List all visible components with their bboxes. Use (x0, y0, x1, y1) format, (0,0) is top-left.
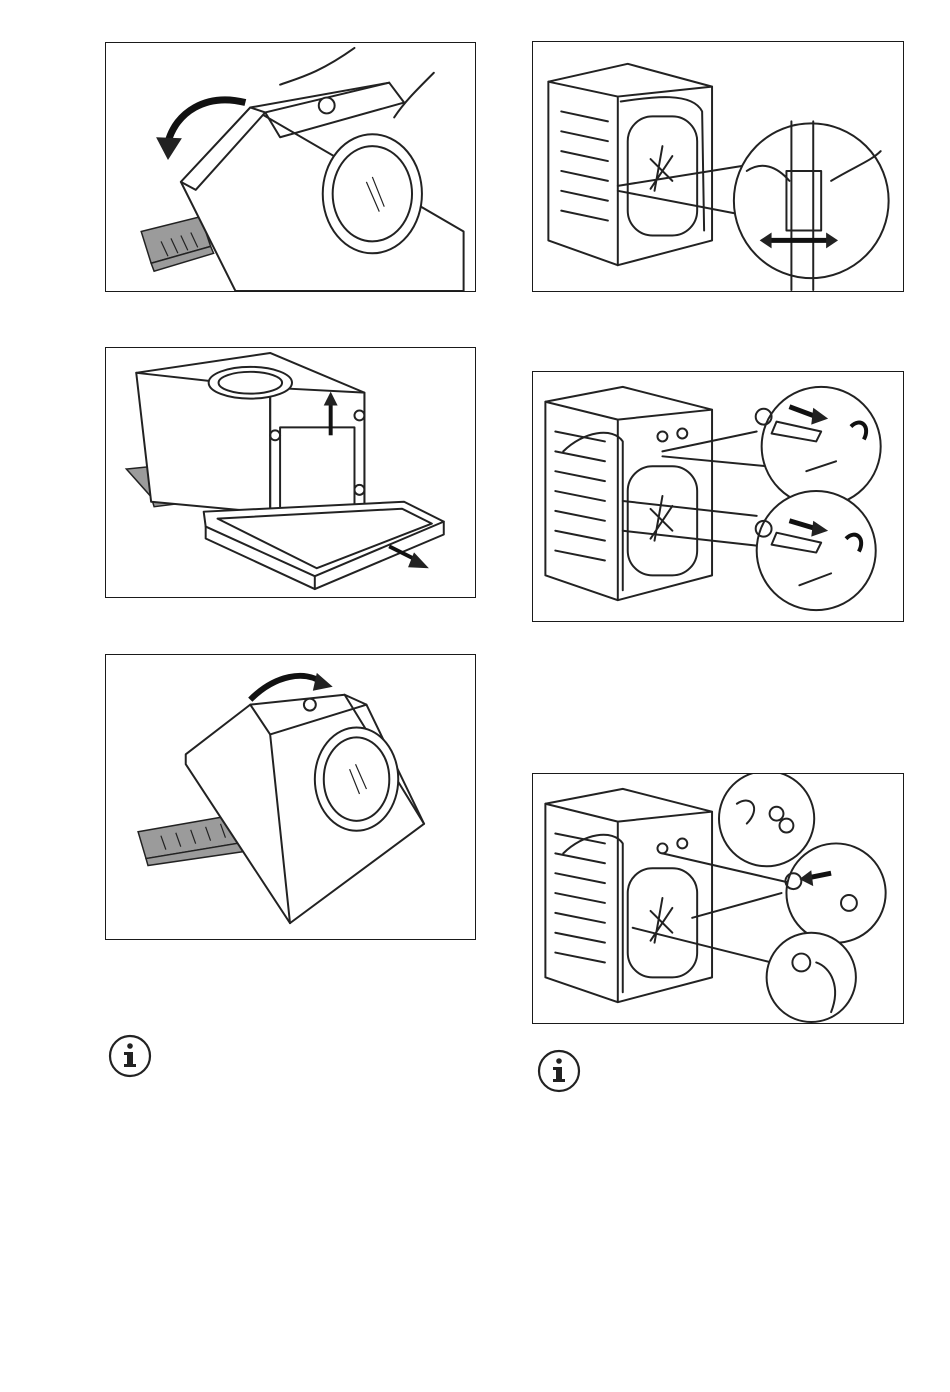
machine-rear-transit-bolts-illustration (533, 372, 903, 621)
washing-machine-on-back-remove-base-illustration (106, 348, 475, 597)
figure-remove-transit-bolts (532, 371, 904, 622)
washing-machine-tilt-forward-illustration (106, 655, 475, 939)
figure-tilt-forward (105, 654, 476, 940)
washing-machine-tilt-back-illustration (106, 43, 475, 291)
figure-insert-plastic-caps (532, 773, 904, 1024)
info-icon (107, 1033, 153, 1079)
figure-tilt-back (105, 42, 476, 292)
machine-rear-insert-caps-illustration (533, 774, 903, 1023)
info-icon (536, 1048, 582, 1094)
machine-rear-hose-clip-illustration (533, 42, 903, 291)
figure-release-hose-clips (532, 41, 904, 292)
figure-remove-base (105, 347, 476, 598)
